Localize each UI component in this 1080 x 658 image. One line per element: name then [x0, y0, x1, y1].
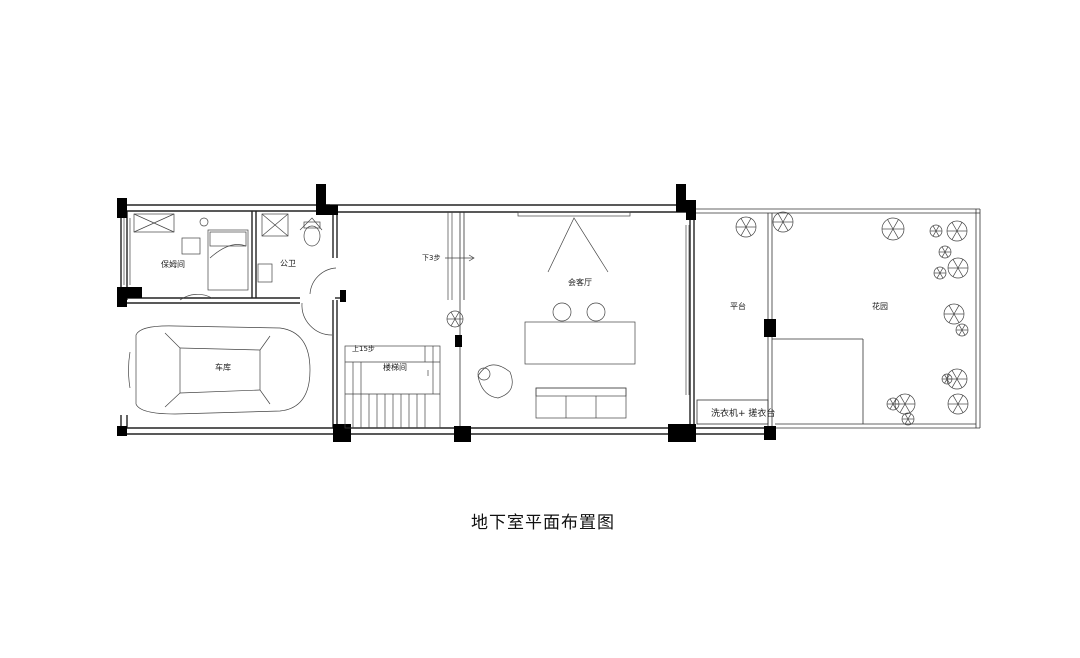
car — [128, 325, 311, 415]
plant-icon — [929, 224, 943, 238]
plant-icon — [886, 397, 900, 411]
label-garage: 车库 — [215, 362, 231, 372]
label-nanny-room: 保姆间 — [161, 259, 185, 269]
bath-fixtures — [257, 213, 337, 295]
step-arrow-head — [468, 254, 475, 262]
plant-icon — [772, 211, 794, 233]
note-down-steps: 下3步 — [422, 254, 440, 262]
drawing-title: 地下室平面布置图 — [471, 513, 615, 533]
nanny-room-furniture — [133, 213, 249, 301]
plant-icon — [941, 373, 953, 385]
plant-icon — [735, 216, 757, 238]
plant-icon — [933, 266, 947, 280]
terrace-garden-outline — [690, 208, 981, 429]
plant-icon — [947, 257, 969, 279]
plant-icon — [946, 220, 968, 242]
door-arc — [301, 302, 333, 336]
plant-icon — [901, 412, 915, 426]
label-garden: 花园 — [872, 301, 888, 311]
reception-furniture — [477, 211, 636, 419]
plant-icon — [446, 310, 464, 328]
plant-icon — [881, 217, 905, 241]
structural-columns — [117, 184, 776, 442]
label-terrace: 平台 — [730, 301, 746, 311]
windows — [123, 212, 690, 395]
plant-icon — [955, 323, 969, 337]
plant-icon — [947, 393, 969, 415]
plant-icon — [938, 245, 952, 259]
note-up-steps: 上15步 — [352, 344, 375, 353]
exterior-walls — [120, 204, 775, 435]
plant-icon — [943, 303, 965, 325]
label-public-bath: 公卫 — [280, 259, 296, 268]
note-laundry: 洗衣机+ 搓衣台 — [711, 407, 775, 419]
label-stairwell: 楼梯间 — [383, 362, 407, 372]
plants — [446, 211, 969, 426]
room-labels: 保姆间 公卫 车库 楼梯间 会客厅 平台 花园 下3步 上15步 洗衣机+ 搓衣… — [161, 254, 888, 419]
staircase — [344, 345, 441, 429]
label-reception-hall: 会客厅 — [568, 277, 592, 287]
